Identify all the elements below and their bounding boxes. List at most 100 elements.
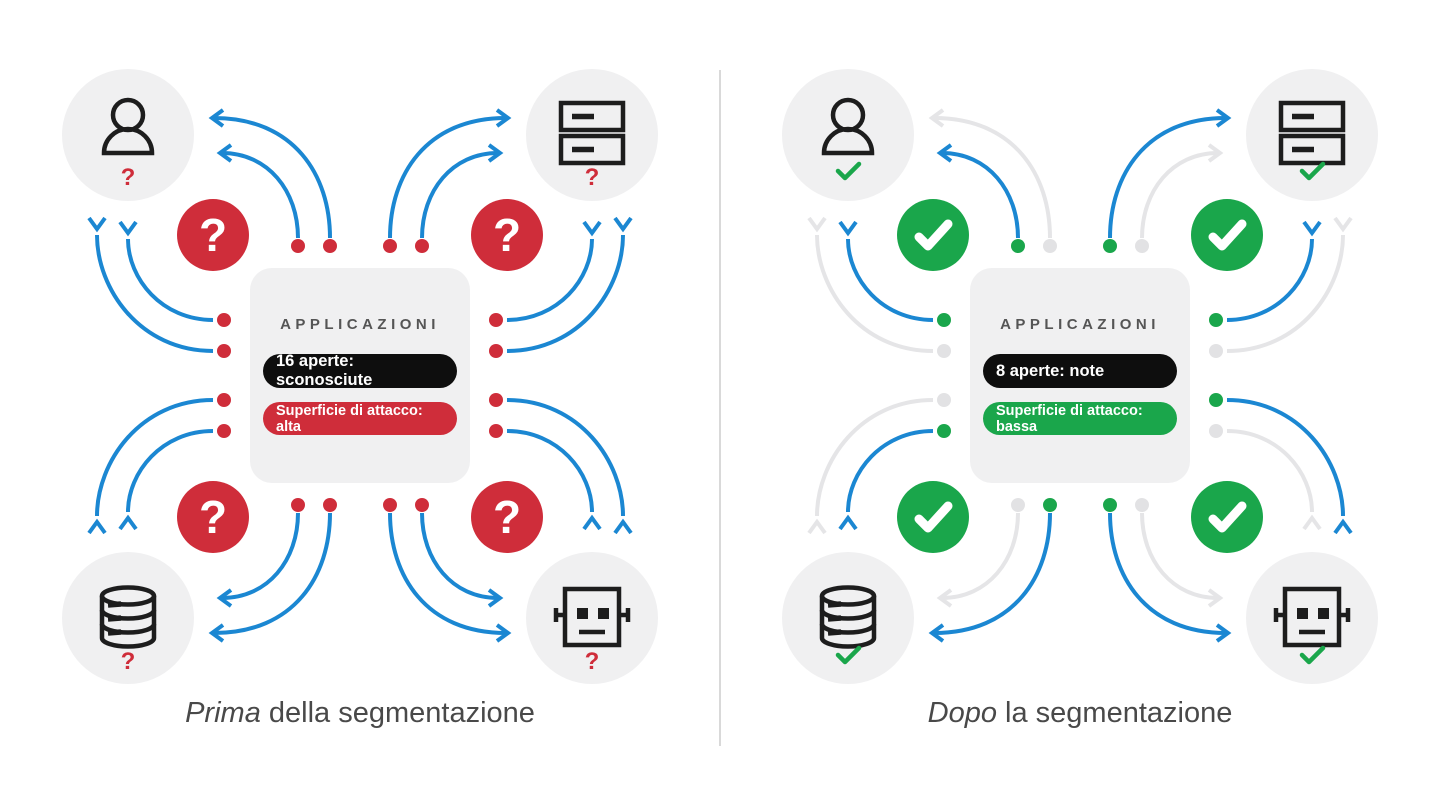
database-icon xyxy=(819,585,877,649)
flow-arrow-inactive xyxy=(1226,429,1322,531)
badge-glyph: ? xyxy=(199,209,227,261)
flow-arrow-active xyxy=(838,220,934,322)
flow-arrow xyxy=(506,429,602,531)
connection-dot-known xyxy=(937,313,951,327)
badge-glyph: ? xyxy=(199,491,227,543)
bot-icon xyxy=(553,586,631,648)
connection-dot xyxy=(217,313,231,327)
flow-arrow-active xyxy=(928,512,1052,643)
traffic-arrows xyxy=(87,108,633,643)
flow-arrow-inactive xyxy=(1140,143,1224,239)
node-bot xyxy=(1246,552,1378,684)
caption-emphasis: Prima xyxy=(185,697,261,729)
flow-arrow xyxy=(208,512,332,643)
badge-verified xyxy=(1191,199,1263,271)
flow-arrow-inactive xyxy=(1140,512,1224,608)
connection-dot xyxy=(217,344,231,358)
applications-box: APPLICAZIONI 16 aperte: sconosciute Supe… xyxy=(250,268,470,483)
applications-heading: APPLICAZIONI xyxy=(280,316,440,333)
flow-arrow xyxy=(208,108,332,239)
badge-verified xyxy=(897,481,969,553)
flow-arrow xyxy=(506,216,633,353)
connection-dot-closed xyxy=(1135,498,1149,512)
connection-dot xyxy=(489,313,503,327)
server-icon xyxy=(1278,100,1346,166)
user-icon xyxy=(821,97,875,156)
badge-verified xyxy=(1191,481,1263,553)
badge-unknown: ? xyxy=(177,199,249,271)
check-icon xyxy=(914,501,953,533)
caption-before: Prima della segmentazione xyxy=(0,697,720,730)
node-server: ? xyxy=(526,69,658,201)
badge-unknown: ? xyxy=(471,199,543,271)
before-diagram: ? ? xyxy=(62,69,658,684)
connection-dot-closed xyxy=(937,393,951,407)
flow-arrow xyxy=(388,512,512,643)
caption-rest: della segmentazione xyxy=(260,697,535,729)
connection-dot xyxy=(489,424,503,438)
flow-arrow-inactive xyxy=(807,398,934,535)
server-icon xyxy=(558,100,626,166)
connection-dots xyxy=(217,239,503,512)
check-icon xyxy=(835,645,862,665)
flow-arrow xyxy=(420,143,504,239)
caption-after: Dopo la segmentazione xyxy=(720,697,1440,730)
user-icon xyxy=(101,97,155,156)
flow-arrow-active xyxy=(936,143,1020,239)
check-icon xyxy=(914,219,953,251)
badge-unknown: ? xyxy=(177,481,249,553)
flow-arrow-active xyxy=(838,429,934,531)
check-icon xyxy=(1299,161,1326,181)
flow-arrow xyxy=(216,512,300,608)
traffic-arrows xyxy=(807,108,1353,643)
connection-dot xyxy=(489,344,503,358)
badge-unknown: ? xyxy=(471,481,543,553)
flow-arrow xyxy=(87,398,214,535)
panel-divider xyxy=(719,70,721,746)
node-status-glyph: ? xyxy=(585,648,600,675)
connection-dot-known xyxy=(1103,498,1117,512)
node-user xyxy=(782,69,914,201)
flow-arrow-inactive xyxy=(1226,216,1353,353)
flow-arrow xyxy=(506,398,633,535)
connection-dot xyxy=(291,498,305,512)
flow-arrow xyxy=(506,220,602,322)
connection-dot-closed xyxy=(1011,498,1025,512)
flow-arrow xyxy=(388,108,512,239)
applications-heading: APPLICAZIONI xyxy=(1000,316,1160,333)
applications-box: APPLICAZIONI 8 aperte: note Superficie d… xyxy=(970,268,1190,483)
caption-emphasis: Dopo xyxy=(927,697,997,729)
attack-surface-pill: Superficie di attacco: bassa xyxy=(983,402,1177,435)
connection-dot xyxy=(383,498,397,512)
flow-arrow-active xyxy=(1226,398,1353,535)
badge-verified xyxy=(897,199,969,271)
connection-dot-known xyxy=(1043,498,1057,512)
node-user: ? xyxy=(62,69,194,201)
attack-surface-pill: Superficie di attacco: alta xyxy=(263,402,457,435)
badge-glyph: ? xyxy=(493,491,521,543)
connection-dot xyxy=(323,239,337,253)
flow-arrow-active xyxy=(1226,220,1322,322)
after-diagram xyxy=(782,69,1378,684)
badge-glyph: ? xyxy=(493,209,521,261)
check-icon xyxy=(1208,219,1247,251)
node-database xyxy=(782,552,914,684)
connection-dot xyxy=(489,393,503,407)
node-database: ? xyxy=(62,552,194,684)
flow-arrow-inactive xyxy=(936,512,1020,608)
check-icon xyxy=(1299,645,1326,665)
node-bot: ? xyxy=(526,552,658,684)
connection-dot-known xyxy=(937,424,951,438)
connection-dot xyxy=(415,239,429,253)
flow-arrow xyxy=(420,512,504,608)
connection-dot-closed xyxy=(1135,239,1149,253)
connection-dot-closed xyxy=(937,344,951,358)
connection-dot xyxy=(217,393,231,407)
connection-dot xyxy=(323,498,337,512)
connection-dot-known xyxy=(1103,239,1117,253)
flow-arrow-active xyxy=(1108,512,1232,643)
flow-arrow-inactive xyxy=(928,108,1052,239)
open-apps-pill: 16 aperte: sconosciute xyxy=(263,352,457,389)
node-status-glyph: ? xyxy=(121,648,136,675)
connection-dot-closed xyxy=(1209,424,1223,438)
